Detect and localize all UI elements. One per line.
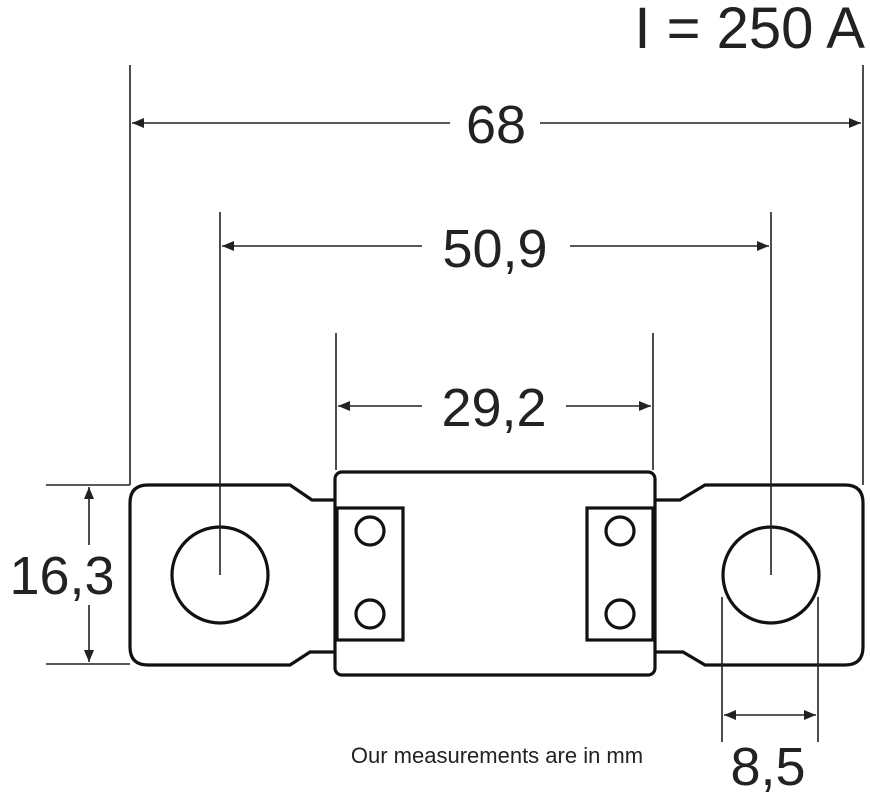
- dimension-label: 50,9: [442, 219, 547, 279]
- units-note: Our measurements are in mm: [351, 743, 643, 768]
- dimension-body-length: 29,2: [335, 333, 654, 470]
- fuse-outline: [128, 470, 865, 677]
- dimension-total-length: 68: [129, 65, 864, 485]
- dimension-label: 68: [466, 95, 526, 155]
- right-clip-screw: [604, 515, 636, 547]
- dimension-label: 16,3: [9, 546, 114, 606]
- right-clip-screw: [604, 598, 636, 630]
- left-clip-screw: [354, 598, 386, 630]
- current-rating: I = 250 A: [634, 0, 865, 61]
- dimension-hole-spacing: 50,9: [219, 212, 772, 575]
- fuse-body: [333, 470, 657, 677]
- dimension-height: 16,3: [9, 484, 130, 665]
- dimension-label: 8,5: [730, 737, 805, 797]
- dimension-hole-diameter: 8,5: [721, 597, 819, 797]
- left-clip-screw: [354, 515, 386, 547]
- dimension-label: 29,2: [441, 378, 546, 438]
